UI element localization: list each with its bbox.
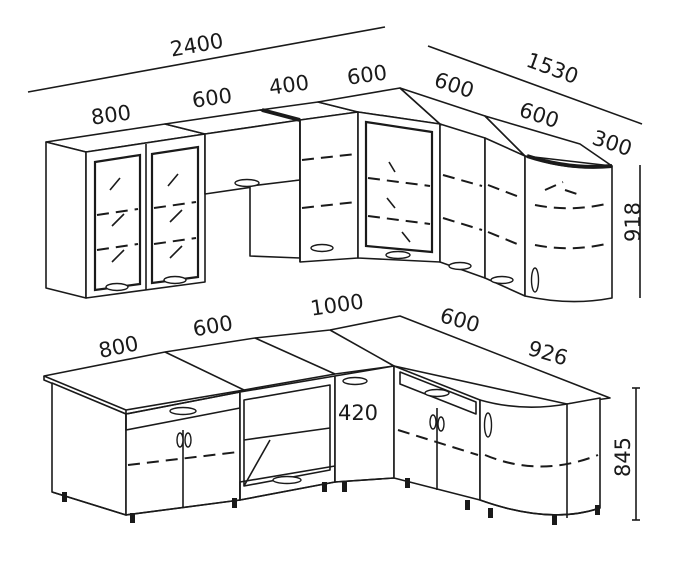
- dim-upper-total-left: 2400: [168, 29, 225, 62]
- cabinet-legs: [62, 478, 600, 525]
- leg: [465, 500, 470, 510]
- dim-upper-600-c: 600: [431, 68, 477, 103]
- leg: [552, 515, 557, 525]
- leg: [130, 513, 135, 523]
- dim-upper-600-b: 600: [346, 60, 389, 89]
- leg: [595, 505, 600, 515]
- leg: [488, 508, 493, 518]
- dim-upper-total-right: 1530: [523, 48, 581, 89]
- leg: [322, 482, 327, 492]
- dim-upper-400: 400: [268, 70, 311, 99]
- dim-lower-420: 420: [338, 401, 378, 425]
- upper-cabinets: [45, 87, 613, 303]
- leg: [342, 482, 347, 492]
- leg: [405, 478, 410, 488]
- leg: [62, 492, 67, 502]
- dim-lower-height: 845: [611, 437, 635, 477]
- dimension-lines: [27, 26, 643, 521]
- dim-upper-height: 918: [621, 202, 645, 242]
- dim-lower-600-b: 600: [437, 303, 482, 337]
- lower-cabinets: [43, 315, 611, 518]
- leg: [232, 498, 237, 508]
- dim-lower-926: 926: [525, 336, 570, 370]
- dim-lower-1000: 1000: [309, 289, 365, 320]
- dim-lower-600-a: 600: [191, 311, 235, 342]
- dim-upper-600-a: 600: [191, 83, 234, 112]
- dim-upper-800: 800: [90, 100, 133, 129]
